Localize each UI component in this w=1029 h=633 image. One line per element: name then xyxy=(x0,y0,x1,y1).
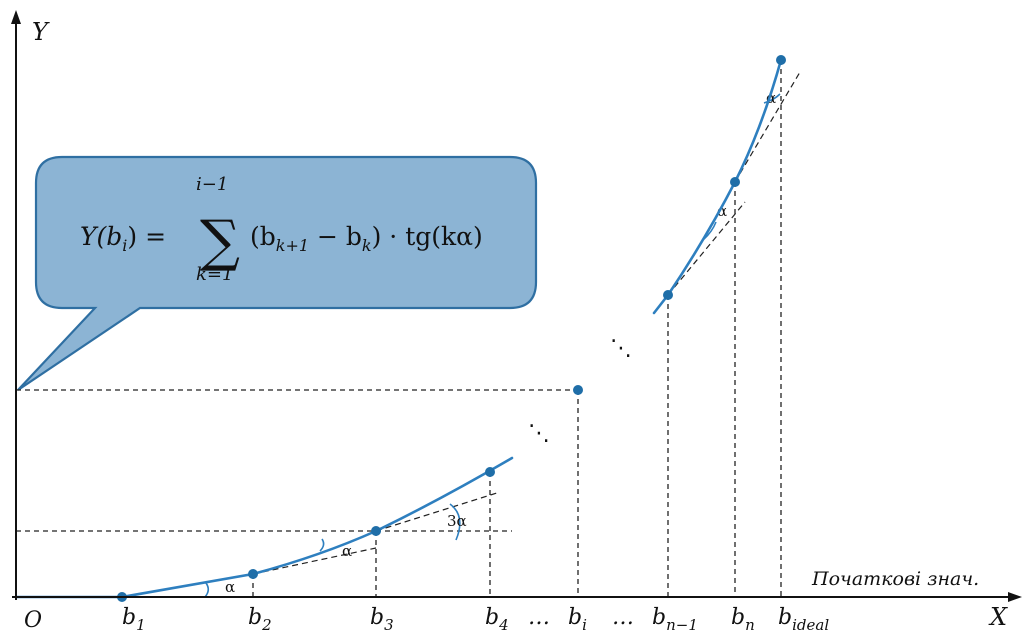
term-minus: − b xyxy=(309,222,362,251)
formula-lhs-close: ) = xyxy=(127,222,166,251)
formula-lhs-sub: i xyxy=(122,236,127,255)
x-tick-labels: b1 b2 b3 b4 … bi … bn−1 bn bideal xyxy=(122,605,829,633)
initial-values-caption: Початкові знач. xyxy=(811,568,979,590)
x-tick-label: b1 xyxy=(122,605,146,633)
angle-label-bn: α xyxy=(766,89,776,107)
arc-b1 xyxy=(204,582,210,598)
point-bi xyxy=(573,385,583,395)
x-tick-label: b2 xyxy=(248,605,272,633)
angle-label-bn1: α xyxy=(717,202,727,220)
point-bn xyxy=(730,177,740,187)
y-axis-arrow xyxy=(11,10,21,24)
sum-lower-limit: k=1 xyxy=(196,264,233,285)
y-axis-label: Y xyxy=(32,18,50,46)
term-sub1: k+1 xyxy=(276,236,309,255)
point-b2 xyxy=(248,569,258,579)
tangent-b2 xyxy=(252,547,377,575)
x-tick-label: bi xyxy=(568,605,587,633)
x-tick-label: b4 xyxy=(485,605,509,633)
point-b3 xyxy=(371,526,381,536)
x-tick-label: bn−1 xyxy=(652,605,698,633)
x-tick-label: bideal xyxy=(778,605,829,633)
x-axis-arrow xyxy=(1008,592,1022,602)
term-open: (b xyxy=(250,222,276,251)
angle-label-b3: 3α xyxy=(447,512,467,530)
arc-b3 xyxy=(449,503,461,541)
x-tick-label: b3 xyxy=(370,605,394,633)
point-bn1 xyxy=(663,290,673,300)
x-tick-label: bn xyxy=(731,605,755,633)
tangent-bn1 xyxy=(667,201,746,296)
term-sub2: k xyxy=(362,236,372,255)
sum-symbol: ∑ xyxy=(200,209,240,274)
ellipsis-lower: ⋱ xyxy=(528,421,550,446)
x-tick-label: … xyxy=(612,605,634,630)
x-axis-label: X xyxy=(988,603,1008,631)
formula: Y(bi) = ∑ i−1 k=1 (bk+1 − bk) · tg(kα) xyxy=(80,174,483,285)
origin-label: O xyxy=(24,608,42,633)
curve-lower xyxy=(14,456,514,599)
term-rest: ) · tg(kα) xyxy=(372,222,483,251)
point-bideal xyxy=(776,55,786,65)
curve-upper xyxy=(652,58,783,315)
x-tick-label: … xyxy=(528,605,550,630)
tangent-b3 xyxy=(375,491,501,532)
formula-lhs: Y(b xyxy=(80,222,122,251)
svg-text:Y(bi) =: Y(bi) = xyxy=(80,222,166,255)
angle-label-b2: α xyxy=(342,542,352,560)
svg-text:(bk+1 − bk) · tg(kα): (bk+1 − bk) · tg(kα) xyxy=(250,222,483,255)
arc-b2 xyxy=(319,538,325,552)
point-b4 xyxy=(485,467,495,477)
arc-bn xyxy=(763,93,781,104)
sum-upper-limit: i−1 xyxy=(196,174,228,195)
formula-callout xyxy=(17,155,538,391)
tangent-bn xyxy=(734,71,801,183)
angle-label-b1: α xyxy=(225,578,235,596)
ellipsis-upper: ⋱ xyxy=(610,336,632,361)
